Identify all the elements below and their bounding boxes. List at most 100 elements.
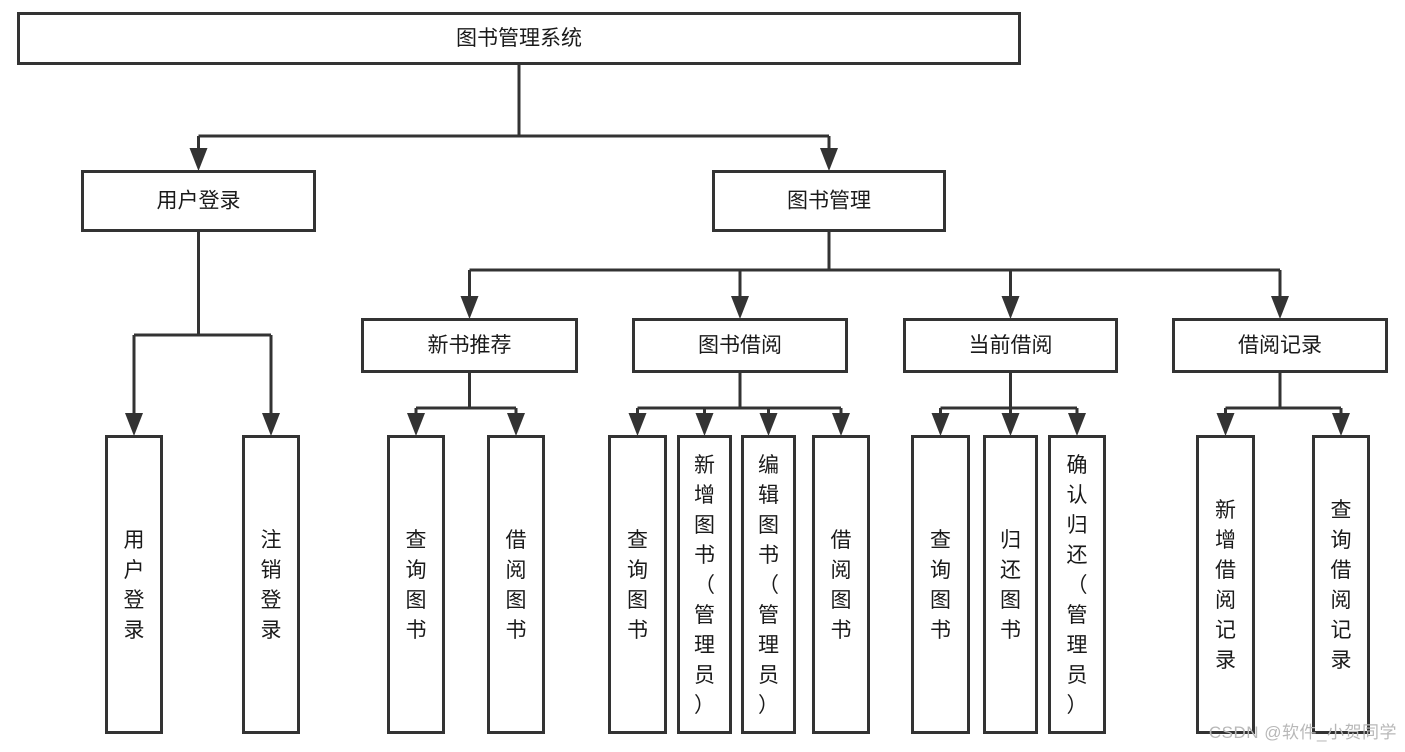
- node-box: [712, 170, 946, 232]
- node-leaf-query-book-1[interactable]: 查询图书查询图书: [387, 435, 445, 734]
- node-label-char: 书: [1000, 619, 1021, 642]
- node-label-char: 记: [1215, 619, 1236, 642]
- node-leaf-logout[interactable]: 注销登录注销登录: [242, 435, 300, 734]
- node-label-char: 图: [758, 514, 779, 537]
- node-label-char: 注: [261, 529, 282, 552]
- node-label-char: 借: [1215, 559, 1236, 582]
- node-label-char: 阅: [1215, 589, 1236, 612]
- arrow-head-icon: [759, 413, 778, 436]
- node-leaf-borrow-book-2[interactable]: 借阅图书借阅图书: [812, 435, 870, 734]
- node-label-char: 录: [261, 619, 282, 642]
- arrow-head-icon: [695, 413, 714, 436]
- node-label-char: 理: [1067, 634, 1088, 657]
- node-label-char: 询: [406, 559, 427, 582]
- node-box: [1048, 435, 1106, 734]
- arrow-head-icon: [1271, 296, 1289, 319]
- node-label-char: 借: [506, 529, 527, 552]
- node-label-char: 管: [1067, 604, 1088, 627]
- node-label-char: 查: [930, 529, 951, 552]
- node-label-char: 员: [1067, 664, 1088, 687]
- node-label-char: 录: [1331, 649, 1352, 672]
- node-box: [387, 435, 445, 734]
- node-layer: 图书管理系统用户登录图书管理新书推荐图书借阅当前借阅借阅记录用户登录用户登录注销…: [17, 12, 1388, 734]
- node-label: 用户登录: [157, 190, 241, 213]
- arrow-head-icon: [832, 413, 850, 436]
- node-label-char: 书: [694, 544, 715, 567]
- node-borrow-record[interactable]: 借阅记录: [1172, 318, 1388, 373]
- node-label: 新书推荐: [428, 334, 512, 357]
- node-label-char: 理: [758, 634, 779, 657]
- node-leaf-query-book-3[interactable]: 查询图书查询图书: [911, 435, 970, 734]
- node-leaf-query-record[interactable]: 查询借阅记录查询借阅记录: [1312, 435, 1370, 734]
- node-label-char: 查: [406, 529, 427, 552]
- node-label-char: 还: [1067, 544, 1088, 567]
- node-box: [1196, 435, 1255, 734]
- node-label-char: 图: [930, 589, 951, 612]
- node-label: 图书借阅: [698, 334, 782, 357]
- node-label-char: 管: [758, 604, 779, 627]
- node-label-char: 图: [627, 589, 648, 612]
- arrow-head-icon: [931, 413, 950, 436]
- node-label-char: 销: [261, 559, 282, 582]
- node-box: [361, 318, 578, 373]
- node-current-borrow[interactable]: 当前借阅: [903, 318, 1118, 373]
- node-leaf-user-login[interactable]: 用户登录用户登录: [105, 435, 163, 734]
- node-box: [741, 435, 796, 734]
- node-label: 图书管理: [787, 190, 871, 213]
- node-user-login[interactable]: 用户登录: [81, 170, 316, 232]
- node-label-char: 理: [694, 634, 715, 657]
- node-root[interactable]: 图书管理系统: [17, 12, 1021, 65]
- node-label-char: 询: [930, 559, 951, 582]
- node-label-char: 图: [694, 514, 715, 537]
- node-box: [1172, 318, 1388, 373]
- node-label-char: 借: [831, 529, 852, 552]
- node-box: [105, 435, 163, 734]
- arrow-head-icon: [407, 413, 425, 436]
- node-label-char: 阅: [1331, 589, 1352, 612]
- node-book-mgmt[interactable]: 图书管理: [712, 170, 946, 232]
- node-book-borrow[interactable]: 图书借阅: [632, 318, 848, 373]
- node-label-char: 图: [506, 589, 527, 612]
- node-label-char: 归: [1067, 514, 1088, 537]
- node-box: [911, 435, 970, 734]
- node-label: 借阅记录: [1238, 334, 1322, 357]
- node-leaf-return-book[interactable]: 归还图书归还图书: [983, 435, 1038, 734]
- node-label-char: 阅: [831, 559, 852, 582]
- node-leaf-add-record[interactable]: 新增借阅记录新增借阅记录: [1196, 435, 1255, 734]
- node-label-char: 书: [406, 619, 427, 642]
- node-label-char: 查: [1331, 499, 1352, 522]
- node-box: [487, 435, 545, 734]
- node-leaf-borrow-book-1[interactable]: 借阅图书借阅图书: [487, 435, 545, 734]
- node-box: [983, 435, 1038, 734]
- node-label-char: 录: [124, 619, 145, 642]
- node-label-char: 新: [694, 454, 715, 477]
- node-label-char: 书: [627, 619, 648, 642]
- watermark-label: CSDN @软件_小贺同学: [1208, 723, 1397, 742]
- arrow-head-icon: [507, 413, 525, 436]
- arrow-head-icon: [1001, 296, 1020, 319]
- node-label-char: 认: [1067, 484, 1088, 507]
- node-label-char: （: [1067, 574, 1088, 597]
- arrow-head-icon: [1001, 413, 1020, 436]
- node-new-book-rec[interactable]: 新书推荐: [361, 318, 578, 373]
- node-box: [242, 435, 300, 734]
- node-label-char: 图: [1000, 589, 1021, 612]
- node-leaf-query-book-2[interactable]: 查询图书查询图书: [608, 435, 667, 734]
- node-label-char: ）: [1067, 694, 1088, 717]
- arrow-head-icon: [1068, 413, 1086, 436]
- node-label-char: ）: [758, 694, 779, 717]
- node-label-char: 图: [406, 589, 427, 612]
- node-label-char: （: [694, 574, 715, 597]
- node-label-char: 还: [1000, 559, 1021, 582]
- node-label-char: 员: [694, 664, 715, 687]
- node-label-char: 记: [1331, 619, 1352, 642]
- arrow-head-icon: [262, 413, 280, 436]
- node-label-char: 书: [930, 619, 951, 642]
- arrow-head-icon: [1216, 413, 1235, 436]
- node-label: 当前借阅: [969, 334, 1053, 357]
- node-label-char: （: [758, 574, 779, 597]
- node-box: [608, 435, 667, 734]
